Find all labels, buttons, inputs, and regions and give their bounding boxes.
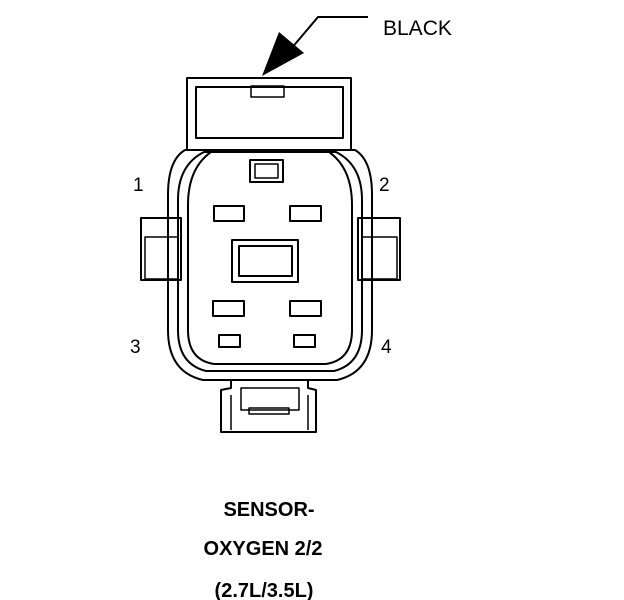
right-ear	[357, 217, 401, 281]
key-slot	[249, 159, 284, 183]
terminal-cavity-1	[213, 205, 245, 222]
connector-face	[187, 149, 353, 365]
terminal-cavity-3	[212, 300, 245, 317]
wire-color-label: BLACK	[383, 17, 452, 40]
left-ear	[140, 217, 182, 281]
pin-label-3: 3	[130, 337, 141, 358]
caption-line-2: OXYGEN 2/2	[204, 538, 323, 560]
center-cavity	[231, 239, 299, 283]
terminal-cavity-2	[289, 205, 322, 222]
connector-latch	[195, 86, 344, 139]
terminal-cavity-5	[218, 334, 241, 348]
callout-arrowhead	[262, 32, 304, 76]
caption-line-3: (2.7L/3.5L)	[215, 580, 314, 600]
terminal-cavity-4	[289, 300, 322, 317]
latch-tab	[250, 85, 285, 98]
pin-label-1: 1	[133, 175, 144, 196]
terminal-cavity-6	[293, 334, 316, 348]
pin-label-4: 4	[381, 337, 392, 358]
caption-line-1: SENSOR-	[223, 499, 314, 521]
callout-leader	[262, 16, 368, 76]
pin-label-2: 2	[379, 175, 390, 196]
connector-housing	[140, 77, 401, 433]
bottom-latch	[220, 380, 317, 433]
